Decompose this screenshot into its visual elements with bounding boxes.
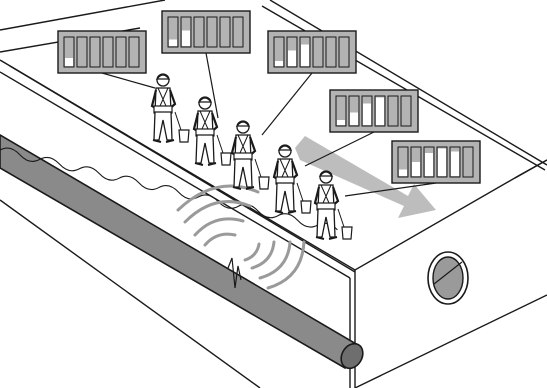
worker-3 <box>232 121 269 189</box>
level-bar-slot <box>129 37 139 67</box>
pipe <box>0 135 367 372</box>
level-bar-fill <box>438 149 446 177</box>
level-bar-slot <box>194 17 204 47</box>
level-bar-fill <box>451 152 459 177</box>
worker-5 <box>315 171 352 239</box>
level-bar-slot <box>339 37 349 67</box>
level-bar-fill <box>363 104 371 126</box>
level-bar-fill <box>425 153 433 176</box>
level-bar-fill <box>275 61 283 66</box>
level-bar-slot <box>116 37 126 67</box>
level-bar-slot <box>90 37 100 67</box>
level-bar-slot <box>313 37 323 67</box>
detector-panel-1 <box>58 31 155 88</box>
level-bar-fill <box>169 40 177 47</box>
manhole-icon <box>428 252 468 304</box>
level-bar-slot <box>401 96 411 126</box>
level-bar-slot <box>77 37 87 67</box>
level-bar-fill <box>182 31 190 47</box>
level-bar-slot <box>103 37 113 67</box>
level-bar-fill <box>399 170 407 177</box>
panel-leader-line <box>262 73 312 135</box>
level-bar-fill <box>412 162 420 176</box>
level-bar-slot <box>207 17 217 47</box>
worker-2 <box>194 97 231 165</box>
level-bar-fill <box>376 98 384 126</box>
level-bar-slot <box>326 37 336 67</box>
level-bar-slot <box>463 147 473 177</box>
level-bar-slot <box>388 96 398 126</box>
level-bar-slot <box>233 17 243 47</box>
level-bar-slot <box>220 17 230 47</box>
worker-1 <box>152 74 189 142</box>
level-bar-fill <box>288 51 296 67</box>
detector-panels <box>58 11 480 196</box>
panel-leader-line <box>102 73 155 88</box>
level-bar-fill <box>65 58 73 66</box>
level-bar-fill <box>301 45 309 67</box>
level-bar-fill <box>337 120 345 125</box>
level-bar-fill <box>350 113 358 126</box>
